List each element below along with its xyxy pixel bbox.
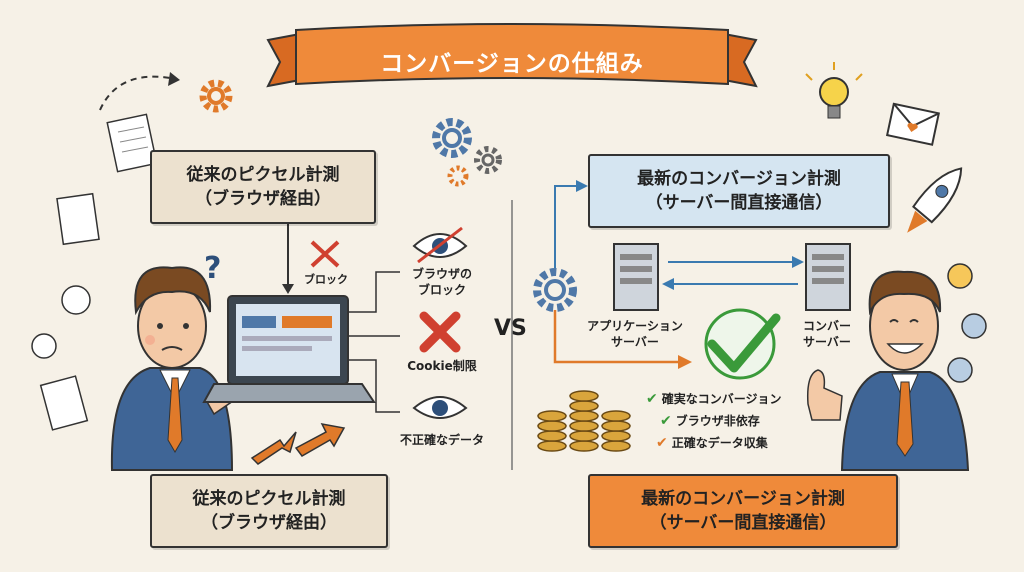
box-line1: 従来のピクセル計測 (186, 165, 340, 185)
crumpled-paper-icon (61, 285, 91, 315)
benefits-list: ✔確実なコンバージョン ✔ブラウザ非依存 ✔正確なデータ収集 (646, 388, 782, 454)
eye-icon (412, 396, 468, 419)
broken-arrow-icon (250, 422, 346, 465)
crumpled-paper-icon (31, 333, 57, 359)
crossed-eye-icon (412, 226, 468, 264)
confused-person-illustration (110, 266, 254, 471)
blue-arrow (554, 185, 580, 268)
coin-stack-icon (537, 390, 631, 452)
smiley-icon (947, 263, 987, 383)
green-check-icon (704, 308, 781, 380)
box-line2: （サーバー間直接通信） (645, 193, 833, 213)
benefit-text: 正確なデータ収集 (671, 436, 768, 450)
red-x-icon (419, 311, 461, 353)
conversion-server-icon (805, 243, 851, 311)
gear-icon-blue (432, 118, 472, 158)
box-line1: 最新のコンバージョン計測 (637, 169, 841, 189)
inaccurate-data-label: 不正確なデータ (399, 433, 484, 447)
question-mark-icon: ? (204, 251, 221, 286)
vs-label: VS (494, 316, 527, 341)
gear-icon-right (533, 268, 577, 312)
left-top-box: 従来のピクセル計測 （ブラウザ経由） (150, 150, 376, 224)
benefit-text: 確実なコンバージョン (661, 392, 782, 406)
benefit-item: ✔正確なデータ収集 (656, 432, 782, 454)
left-bottom-box: 従来のピクセル計測 （ブラウザ経由） (150, 474, 388, 548)
browser-block-label: ブラウザの ブロック (411, 267, 472, 297)
block-small-label: ブロック (304, 273, 348, 286)
laptop-icon (202, 295, 376, 403)
check-icon: ✔ (660, 413, 672, 429)
app-server-icon (613, 243, 659, 311)
orange-arrow (553, 310, 682, 364)
document-icon (39, 113, 158, 431)
benefit-item: ✔確実なコンバージョン (646, 388, 782, 410)
lightbulb-icon (805, 62, 863, 119)
happy-person-illustration (806, 270, 970, 471)
box-line2: （サーバー間直接通信） (649, 513, 837, 533)
rocket-icon (907, 167, 963, 233)
title-banner (266, 23, 758, 88)
server-arrows (668, 261, 798, 285)
connector-lines (348, 271, 400, 413)
box-line2: （ブラウザ経由） (195, 189, 331, 209)
check-icon: ✔ (656, 435, 668, 451)
box-line1: 従来のピクセル計測 (192, 489, 346, 509)
app-server-label: アプリケーション サーバー (587, 319, 683, 349)
right-top-box: 最新のコンバージョン計測 （サーバー間直接通信） (588, 154, 890, 228)
box-line2: （ブラウザ経由） (201, 513, 337, 533)
x-icon-small (310, 240, 340, 268)
gear-icon-orange (199, 79, 233, 113)
dashed-arrow (99, 75, 171, 111)
gear-icon-gray (474, 146, 502, 174)
envelope-icon (885, 102, 940, 146)
benefit-item: ✔ブラウザ非依存 (660, 410, 782, 432)
cookie-label: Cookie制限 (407, 359, 477, 373)
right-bottom-box: 最新のコンバージョン計測 （サーバー間直接通信） (588, 474, 898, 548)
box-line1: 最新のコンバージョン計測 (641, 489, 845, 509)
gear-icon-small-orange (447, 165, 469, 187)
benefit-text: ブラウザ非依存 (675, 414, 760, 428)
page-title: コンバージョンの仕組み (380, 51, 644, 77)
conversion-server-label: コンバー サーバー (802, 319, 851, 349)
check-icon: ✔ (646, 391, 658, 407)
